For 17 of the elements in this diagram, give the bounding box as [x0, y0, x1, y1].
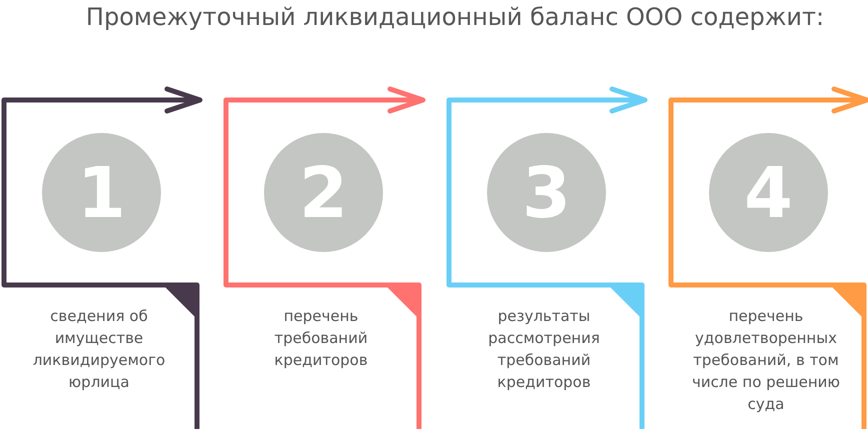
title: Промежуточный ликвидационный баланс ООО содержит: [84, 2, 826, 33]
step-description: результаты рассмотрения требований кредиторов [487, 306, 601, 393]
number-circle: 4 [709, 133, 828, 252]
number-circle: 2 [264, 133, 383, 252]
arrow [224, 86, 426, 130]
arrow [668, 86, 868, 130]
step-frame [1, 130, 200, 430]
step-frame [446, 130, 645, 430]
step-description: сведения об имуществе ликвидируемого юрлица [32, 306, 166, 393]
step-description: перечень требований кредиторов [273, 306, 369, 371]
arrow [446, 86, 648, 130]
arrow [2, 86, 202, 130]
step-description: перечень удовлетворенных требований, в том числе по решению суда [690, 306, 842, 415]
number-circle: 1 [42, 133, 161, 252]
step-frame [668, 130, 867, 430]
step-frame [223, 130, 422, 430]
number-circle: 3 [487, 133, 606, 252]
